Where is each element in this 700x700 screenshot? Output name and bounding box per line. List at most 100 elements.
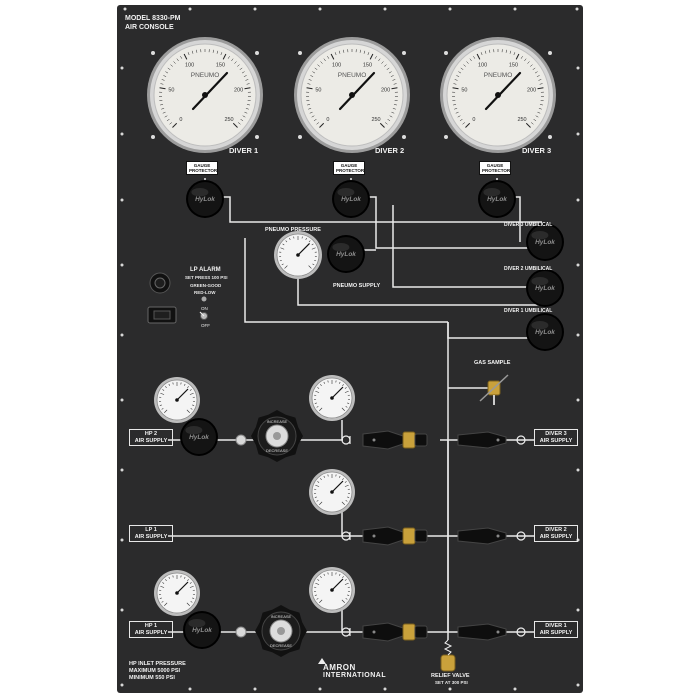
small-gauge-tick: [320, 478, 322, 481]
diver-3-outlet-lever[interactable]: [457, 431, 507, 449]
gauge-tick: [310, 75, 314, 77]
small-gauge-tick: [314, 259, 317, 262]
small-gauge-tick: [187, 386, 189, 389]
gauge-tick: [314, 67, 318, 70]
gauge-tick: [458, 71, 462, 74]
ball-valve-pin: [372, 534, 376, 538]
small-gauge-tick: [186, 602, 190, 606]
gauge-tick-label: 100: [185, 63, 194, 69]
ball-valve-lever[interactable]: [362, 622, 404, 642]
relief-valve-body: [440, 654, 456, 672]
diver-3-supply-ball-valve[interactable]: [362, 430, 428, 450]
hp-2-supply-valve-knob[interactable]: HyLok: [180, 418, 218, 456]
gauge-tick: [539, 83, 543, 85]
gas-sample-handle[interactable]: [479, 374, 509, 402]
diver-1-umbilical-valve-knob[interactable]: HyLok: [526, 313, 564, 351]
ball-valve-body[interactable]: [402, 623, 416, 641]
switch-screw: [201, 296, 207, 302]
panel-screw: [513, 687, 517, 691]
panel-screw: [188, 687, 192, 691]
gauge-protector-3-valve-knob[interactable]: HyLok: [478, 180, 516, 218]
ball-valve-nut[interactable]: [414, 625, 428, 639]
ball-valve-body[interactable]: [402, 527, 416, 545]
ball-valve-nut[interactable]: [414, 433, 428, 447]
panel-screw: [120, 66, 124, 70]
small-gauge-tick: [319, 599, 323, 603]
pneumo-supply-valve-knob[interactable]: HyLok: [327, 235, 365, 273]
ball-valve-lever[interactable]: [362, 430, 404, 450]
gauge-protector-2-valve-knob[interactable]: HyLok: [332, 180, 370, 218]
small-gauge-tick: [315, 582, 320, 585]
ball-valve-nut[interactable]: [414, 529, 428, 543]
small-gauge-tick: [314, 594, 317, 596]
small-gauge-tick: [317, 481, 320, 483]
lp-alarm-horn-grille: [153, 310, 171, 320]
knob-highlight: [337, 187, 355, 197]
ball-valve-pin: [372, 630, 376, 634]
gas-sample-valve[interactable]: [479, 374, 509, 405]
gauge-tick-label: 200: [381, 88, 390, 94]
gauge-tick: [167, 67, 171, 70]
small-gauge-hub: [175, 591, 179, 595]
diver-3-umbilical-valve-knob[interactable]: HyLok: [526, 223, 564, 261]
small-gauge-tick: [316, 406, 319, 408]
small-gauge-tick: [338, 381, 341, 384]
diver-2-supply-ball-valve[interactable]: [362, 526, 428, 546]
diver-1-outlet-lever[interactable]: [457, 623, 507, 641]
gauge-tick-label: 200: [527, 88, 536, 94]
diver-1-supply-ball-valve[interactable]: [362, 622, 428, 642]
gauge-tick: [539, 104, 543, 106]
diver-2-umbilical-valve-knob[interactable]: HyLok: [526, 269, 564, 307]
small-gauge-hub: [330, 588, 334, 592]
small-gauge-tick: [289, 237, 291, 240]
panel-screw: [448, 7, 452, 11]
small-gauge-tick: [305, 237, 307, 240]
gauge-protector-1-valve-knob[interactable]: HyLok: [186, 180, 224, 218]
small-gauge-tick: [189, 389, 192, 391]
small-gauge-hub: [330, 396, 334, 400]
gauge-tick: [165, 71, 169, 74]
small-gauge-tick: [280, 247, 285, 250]
small-gauge-needle: [331, 386, 344, 399]
hp-1-supply-valve-knob[interactable]: HyLok: [183, 611, 221, 649]
gauge-tick: [530, 122, 534, 125]
outlet-lever[interactable]: [457, 623, 507, 641]
gauge-tick: [161, 108, 165, 110]
gauge-tick: [390, 75, 394, 77]
gauge-tick: [462, 122, 466, 125]
gauge-tick: [454, 79, 458, 81]
toggle-lever[interactable]: [199, 311, 205, 317]
knob-brand: HyLok: [535, 329, 555, 336]
small-gauge-tick: [315, 484, 320, 487]
gauge-tick: [392, 108, 396, 110]
pneumo-supply-label: PNEUMO SUPPLY: [333, 283, 381, 289]
gauge-tick: [388, 71, 392, 74]
gauge-tick: [363, 50, 366, 54]
gauge-tick: [384, 64, 387, 67]
panel-screw: [318, 7, 322, 11]
small-gauge-tick: [165, 386, 167, 389]
lp-alarm-switch[interactable]: [199, 296, 208, 320]
diver-2-outlet-lever[interactable]: [457, 527, 507, 545]
regulator-stem: [273, 432, 281, 440]
ball-valve-body[interactable]: [402, 431, 416, 449]
ball-valve-lever[interactable]: [362, 526, 404, 546]
gauge-tick-label: 50: [315, 88, 321, 94]
outlet-lever[interactable]: [457, 527, 507, 545]
gauge-tick: [533, 118, 537, 122]
gauge-tick: [246, 104, 250, 106]
outlet-lever[interactable]: [457, 431, 507, 449]
gauge-tick: [163, 75, 167, 77]
gauge-tick: [532, 67, 536, 70]
small-gauge-tick: [316, 598, 319, 600]
gauge-tick: [245, 108, 249, 110]
pipe-line: [297, 270, 542, 306]
gauge-tick: [386, 67, 390, 70]
small-gauge-tick: [159, 404, 162, 406]
check-valve: [341, 435, 351, 445]
check-valve-ring: [341, 627, 351, 637]
